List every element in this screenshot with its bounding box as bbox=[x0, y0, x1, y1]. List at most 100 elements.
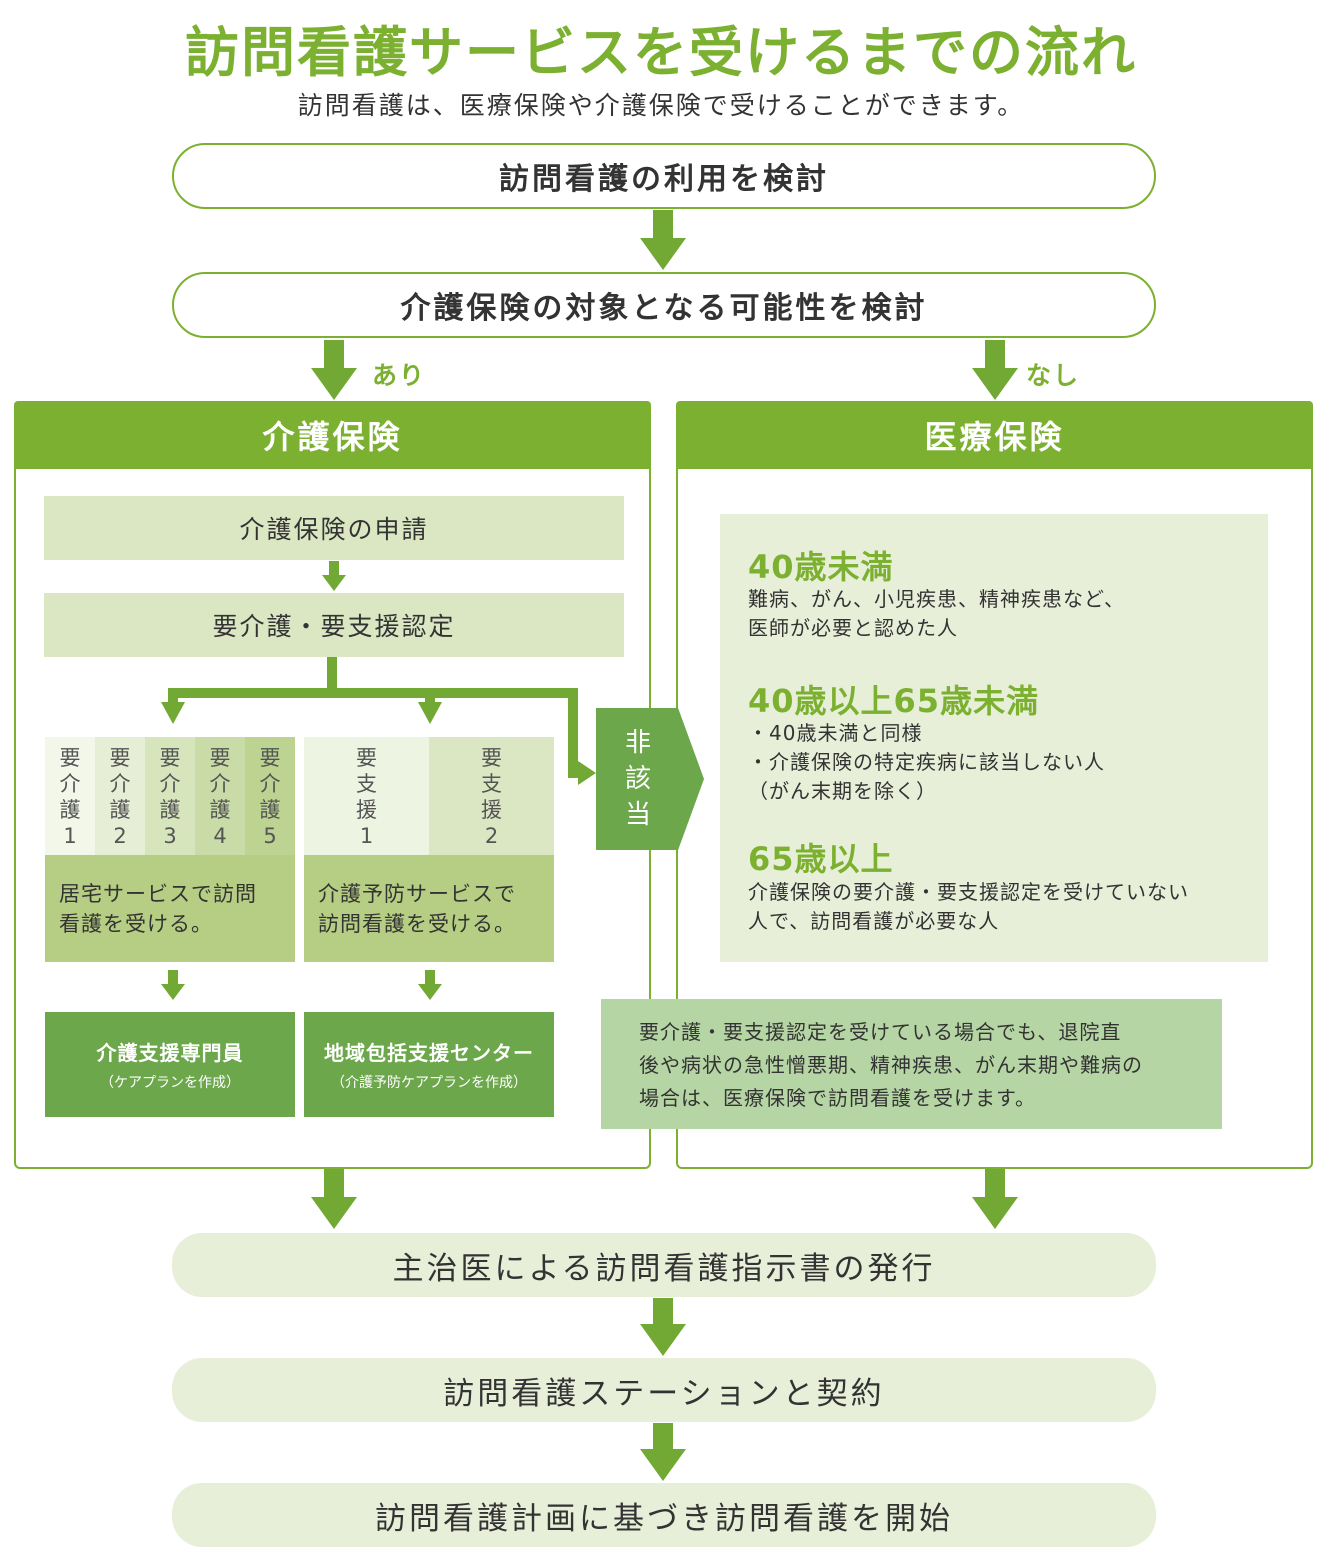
age-group-heading: 40歳以上65歳未満 bbox=[748, 682, 1040, 720]
care-level-3: 要 介 護 3 bbox=[145, 737, 195, 855]
note-line: 要介護・要支援認定を受けている場合でも、退院直 bbox=[639, 1020, 1122, 1044]
support-center-label: 地域包括支援センター bbox=[324, 1041, 534, 1065]
level-char: 要 bbox=[481, 746, 502, 770]
arrow-down-icon bbox=[161, 970, 185, 1002]
level-num: 2 bbox=[113, 824, 127, 848]
arrow-down-icon bbox=[322, 561, 346, 591]
level-num: 3 bbox=[163, 824, 177, 848]
level-char: 援 bbox=[481, 798, 502, 822]
arrow-down-icon bbox=[418, 702, 442, 728]
arrow-down-icon bbox=[311, 1169, 357, 1229]
connector-line bbox=[568, 768, 582, 778]
medical-criteria-box: 40歳未満 難病、がん、小児疾患、精神疾患など、 医師が必要と認めた人 40歳以… bbox=[720, 514, 1268, 962]
arrow-down-icon bbox=[161, 702, 185, 728]
step-contract-label: 訪問看護ステーションと契約 bbox=[443, 1375, 885, 1412]
not-applicable-shape bbox=[596, 708, 704, 850]
prevention-service-line: 介護予防サービスで bbox=[318, 882, 516, 906]
level-char: 護 bbox=[59, 798, 81, 822]
age-group-line: （がん末期を除く） bbox=[748, 779, 937, 803]
care-certify-label: 要介護・要支援認定 bbox=[212, 612, 456, 641]
level-char: 護 bbox=[159, 798, 181, 822]
arrow-down-icon bbox=[640, 1298, 686, 1356]
level-char: 要 bbox=[356, 746, 377, 770]
care-manager-sub: （ケアプランを作成） bbox=[100, 1075, 240, 1091]
prevention-service-line: 訪問看護を受ける。 bbox=[318, 912, 516, 936]
age-group-heading: 40歳未満 bbox=[748, 548, 894, 586]
care-level-1: 要 介 護 1 bbox=[45, 737, 95, 855]
note-line: 場合は、医療保険で訪問看護を受けます。 bbox=[639, 1086, 1036, 1110]
level-num: 5 bbox=[263, 824, 277, 848]
care-apply-box: 介護保険の申請 bbox=[44, 496, 624, 560]
page-subtitle: 訪問看護は、医療保険や介護保険で受けることができます。 bbox=[297, 91, 1025, 120]
age-group-line: ・介護保険の特定疾病に該当しない人 bbox=[748, 750, 1105, 774]
arrow-right-icon bbox=[578, 761, 596, 785]
note-line: 後や病状の急性憎悪期、精神疾患、がん末期や難病の bbox=[639, 1053, 1143, 1077]
not-applicable-char: 非 bbox=[624, 728, 651, 758]
care-apply-label: 介護保険の申請 bbox=[239, 515, 429, 544]
level-char: 護 bbox=[209, 798, 231, 822]
support-levels: 要 支 援 1 要 支 援 2 bbox=[304, 737, 554, 855]
branch-no-label: なし bbox=[1026, 361, 1081, 390]
connector-line bbox=[425, 688, 435, 704]
level-char: 要 bbox=[159, 746, 181, 770]
step-consider-label: 訪問看護の利用を検討 bbox=[499, 162, 829, 197]
level-char: 介 bbox=[109, 772, 131, 796]
step-start-label: 訪問看護計画に基づき訪問看護を開始 bbox=[375, 1500, 953, 1537]
step-contract: 訪問看護ステーションと契約 bbox=[172, 1358, 1156, 1422]
age-group-line: 人で、訪問看護が必要な人 bbox=[748, 909, 1000, 933]
step-instruction: 主治医による訪問看護指示書の発行 bbox=[172, 1233, 1156, 1297]
step-eligibility-label: 介護保険の対象となる可能性を検討 bbox=[400, 291, 928, 326]
level-char: 支 bbox=[481, 772, 502, 796]
care-manager-box: 介護支援専門員 （ケアプランを作成） bbox=[45, 1012, 295, 1117]
level-char: 介 bbox=[159, 772, 181, 796]
not-applicable-label: 非 該 当 bbox=[596, 708, 680, 850]
not-applicable-char: 該 bbox=[624, 764, 651, 794]
care-level-2: 要 介 護 2 bbox=[95, 737, 145, 855]
support-level-2: 要 支 援 2 bbox=[429, 737, 554, 855]
care-certify-box: 要介護・要支援認定 bbox=[44, 593, 624, 657]
connector-line bbox=[327, 657, 337, 693]
branch-yes-label: あり bbox=[372, 361, 427, 390]
level-char: 援 bbox=[356, 798, 377, 822]
arrow-down-icon bbox=[311, 340, 357, 400]
level-num: 2 bbox=[484, 824, 499, 848]
age-group-heading: 65歳以上 bbox=[748, 840, 894, 878]
level-char: 要 bbox=[209, 746, 231, 770]
arrow-down-icon bbox=[640, 1423, 686, 1481]
support-level-1: 要 支 援 1 bbox=[304, 737, 429, 855]
age-group-text: 介護保険の要介護・要支援認定を受けていない 人で、訪問看護が必要な人 bbox=[748, 878, 1189, 936]
age-group-line: 介護保険の要介護・要支援認定を受けていない bbox=[748, 880, 1189, 904]
step-eligibility: 介護保険の対象となる可能性を検討 bbox=[172, 272, 1156, 338]
level-num: 1 bbox=[359, 824, 374, 848]
level-char: 護 bbox=[259, 798, 281, 822]
level-char: 介 bbox=[209, 772, 231, 796]
age-group-text: ・40歳未満と同様 ・介護保険の特定疾病に該当しない人 （がん末期を除く） bbox=[748, 719, 1105, 806]
connector-line bbox=[168, 688, 178, 704]
level-num: 1 bbox=[63, 824, 77, 848]
arrow-down-icon bbox=[972, 1169, 1018, 1229]
medical-note-box: 要介護・要支援認定を受けている場合でも、退院直 後や病状の急性憎悪期、精神疾患、… bbox=[601, 999, 1222, 1129]
home-service-box: 居宅サービスで訪問 看護を受ける。 bbox=[45, 855, 295, 962]
level-char: 介 bbox=[59, 772, 81, 796]
prevention-service-box: 介護予防サービスで 訪問看護を受ける。 bbox=[304, 855, 554, 962]
age-group-text: 難病、がん、小児疾患、精神疾患など、 医師が必要と認めた人 bbox=[748, 585, 1125, 643]
level-char: 支 bbox=[356, 772, 377, 796]
arrow-down-icon bbox=[418, 970, 442, 1002]
age-group-line: 難病、がん、小児疾患、精神疾患など、 bbox=[748, 587, 1125, 611]
not-applicable-char: 当 bbox=[624, 800, 651, 830]
care-manager-label: 介護支援専門員 bbox=[96, 1041, 244, 1065]
care-level-4: 要 介 護 4 bbox=[195, 737, 245, 855]
level-char: 護 bbox=[109, 798, 131, 822]
step-start: 訪問看護計画に基づき訪問看護を開始 bbox=[172, 1483, 1156, 1547]
step-consider: 訪問看護の利用を検討 bbox=[172, 143, 1156, 209]
home-service-line: 看護を受ける。 bbox=[59, 912, 213, 936]
level-num: 4 bbox=[213, 824, 227, 848]
support-center-box: 地域包括支援センター （介護予防ケアプランを作成） bbox=[304, 1012, 554, 1117]
step-instruction-label: 主治医による訪問看護指示書の発行 bbox=[392, 1250, 936, 1287]
medical-insurance-header: 医療保険 bbox=[676, 401, 1313, 469]
connector-line bbox=[568, 688, 578, 776]
support-center-sub: （介護予防ケアプランを作成） bbox=[331, 1075, 527, 1091]
home-service-line: 居宅サービスで訪問 bbox=[59, 882, 257, 906]
care-level-5: 要 介 護 5 bbox=[245, 737, 295, 855]
care-insurance-header-label: 介護保険 bbox=[262, 418, 403, 456]
